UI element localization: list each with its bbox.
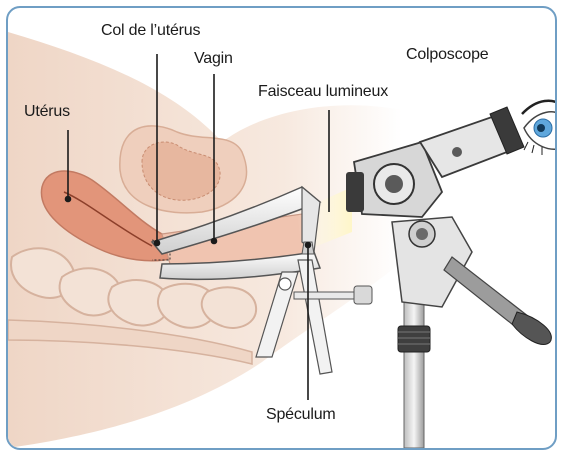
label-vagina: Vagin: [194, 50, 233, 68]
label-cervix: Col de l’utérus: [101, 22, 200, 40]
eye-icon: [522, 101, 555, 155]
label-uterus: Utérus: [24, 103, 70, 121]
colposcopy-illustration: [8, 8, 555, 448]
label-light-beam: Faisceau lumineux: [258, 83, 388, 101]
diagram-frame: Utérus Col de l’utérus Vagin Faisceau lu…: [6, 6, 557, 450]
label-colposcope: Colposcope: [406, 46, 489, 64]
label-speculum: Spéculum: [266, 406, 336, 424]
